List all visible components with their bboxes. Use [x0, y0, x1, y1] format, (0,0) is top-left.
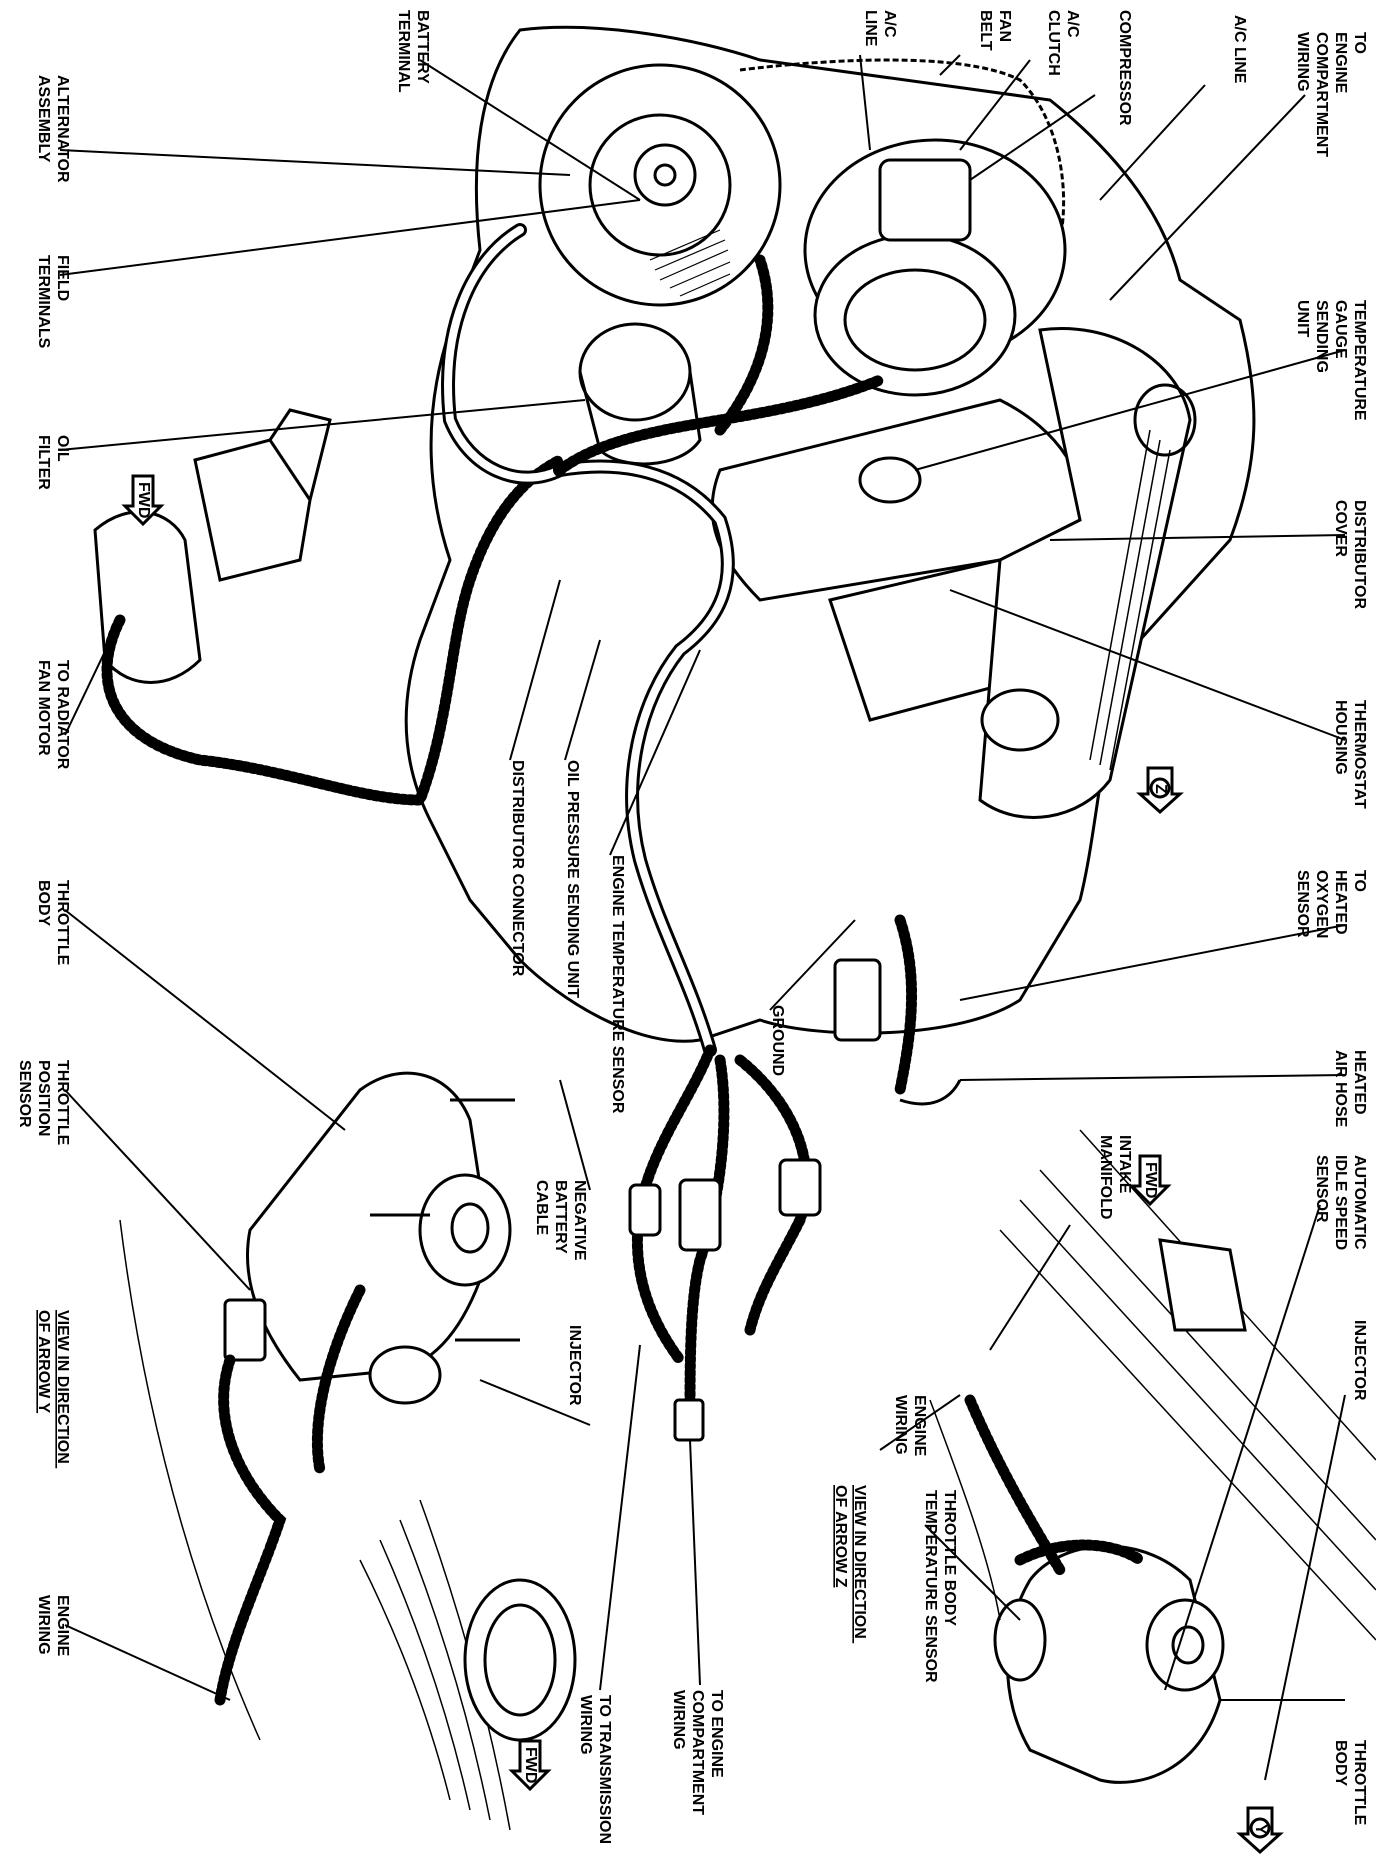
- label-to-engine-compartment-wiring-bottom: TO ENGINE COMPARTMENT WIRING: [670, 1690, 725, 1819]
- label-throttle-body-left: THROTTLE BODY: [35, 880, 71, 970]
- label-ac-line-right: A/C LINE: [1231, 15, 1248, 84]
- label-engine-wiring-left: ENGINE WIRING: [35, 1595, 71, 1661]
- leader-lines: [59, 54, 1346, 1781]
- label-thermostat-housing: THERMOSTAT HOUSING: [1332, 700, 1368, 813]
- label-throttle-body-right: THROTTLE BODY: [1332, 1740, 1368, 1830]
- fwd-arrow-text: FWD: [1142, 1162, 1159, 1198]
- label-injector-left: INJECTOR: [566, 1325, 583, 1406]
- label-to-heated-oxygen-sensor: TO HEATED OXYGEN SENSOR: [1294, 870, 1368, 943]
- fwd-arrow-text: FWD: [522, 1747, 539, 1783]
- label-compressor: COMPRESSOR: [1116, 10, 1133, 126]
- label-view-arrow-z: VIEW IN DIRECTION OF ARROW Z: [832, 1485, 868, 1643]
- label-field-terminals: FIELD TERMINALS: [35, 255, 71, 349]
- label-temperature-gauge-sending-unit: TEMPERATURE GAUGE SENDING UNIT: [1294, 300, 1368, 425]
- label-to-transmission-wiring: TO TRANSMISSION WIRING: [577, 1695, 613, 1849]
- label-alternator-assembly: ALTERNATOR ASSEMBLY: [35, 75, 71, 187]
- label-oil-filter: OIL FILTER: [35, 435, 71, 490]
- label-throttle-position-sensor: THROTTLE POSITION SENSOR: [16, 1060, 71, 1150]
- label-engine-temperature-sensor: ENGINE TEMPERATURE SENSOR: [609, 855, 626, 1114]
- oil-filter: [578, 322, 702, 466]
- fan-belt: [739, 58, 1066, 241]
- label-oil-pressure-sending-unit: OIL PRESSURE SENDING UNIT: [564, 760, 581, 998]
- label-heated-air-hose: HEATED AIR HOSE: [1332, 1050, 1368, 1128]
- label-to-engine-compartment-wiring-top: TO ENGINE COMPARTMENT WIRING: [1294, 32, 1368, 161]
- label-distributor-connector: DISTRIBUTOR CONNECTOR: [509, 760, 526, 977]
- fwd-arrow-text: FWD: [135, 482, 152, 518]
- heated-air-hose: [833, 914, 962, 1106]
- engine-artwork: FWD FWD FWD Z Y: [93, 25, 1376, 1855]
- main-harness: [441, 223, 886, 1057]
- label-injector-right: INJECTOR: [1351, 1320, 1368, 1401]
- label-to-radiator-fan-motor: TO RADIATOR FAN MOTOR: [35, 660, 71, 774]
- label-throttle-body-temperature-sensor: THROTTLE BODY TEMPERATURE SENSOR: [922, 1490, 958, 1683]
- label-battery-terminal: BATTERY TERMINAL: [395, 10, 431, 93]
- arrow-z-letter: Z: [1152, 784, 1169, 794]
- label-intake-manifold: INTAKE MANIFOLD: [1097, 1135, 1133, 1219]
- alternator: [538, 63, 782, 307]
- label-engine-wiring-right: ENGINE WIRING: [892, 1395, 928, 1461]
- valve-cover: [978, 327, 1197, 819]
- label-view-arrow-y: VIEW IN DIRECTION OF ARROW Y: [35, 1310, 71, 1468]
- direction-arrows: FWD FWD FWD Z Y: [121, 474, 1284, 1855]
- label-ac-clutch: A/C CLUTCH: [1045, 10, 1081, 76]
- radiator-fan-motor: [93, 408, 566, 806]
- label-fan-belt: FAN BELT: [977, 10, 1013, 51]
- arrow-y-letter: Y: [1252, 1824, 1269, 1835]
- connector-bundle: [628, 1044, 822, 1442]
- label-automatic-idle-speed-sensor: AUTOMATIC IDLE SPEED SENSOR: [1313, 1155, 1368, 1255]
- throttle-body-view-y: [119, 1071, 577, 1831]
- label-ac-line-left: A/C LINE: [862, 10, 898, 47]
- compressor: [803, 138, 1067, 397]
- label-distributor-cover: DISTRIBUTOR COVER: [1332, 500, 1368, 614]
- callout-labels: TO ENGINE COMPARTMENT WIRING A/C LINE CO…: [16, 10, 1368, 1849]
- throttle-body-view-z: [929, 1129, 1376, 1784]
- label-negative-battery-cable: NEGATIVE BATTERY CABLE: [533, 1180, 588, 1265]
- label-ground: GROUND: [769, 1005, 786, 1076]
